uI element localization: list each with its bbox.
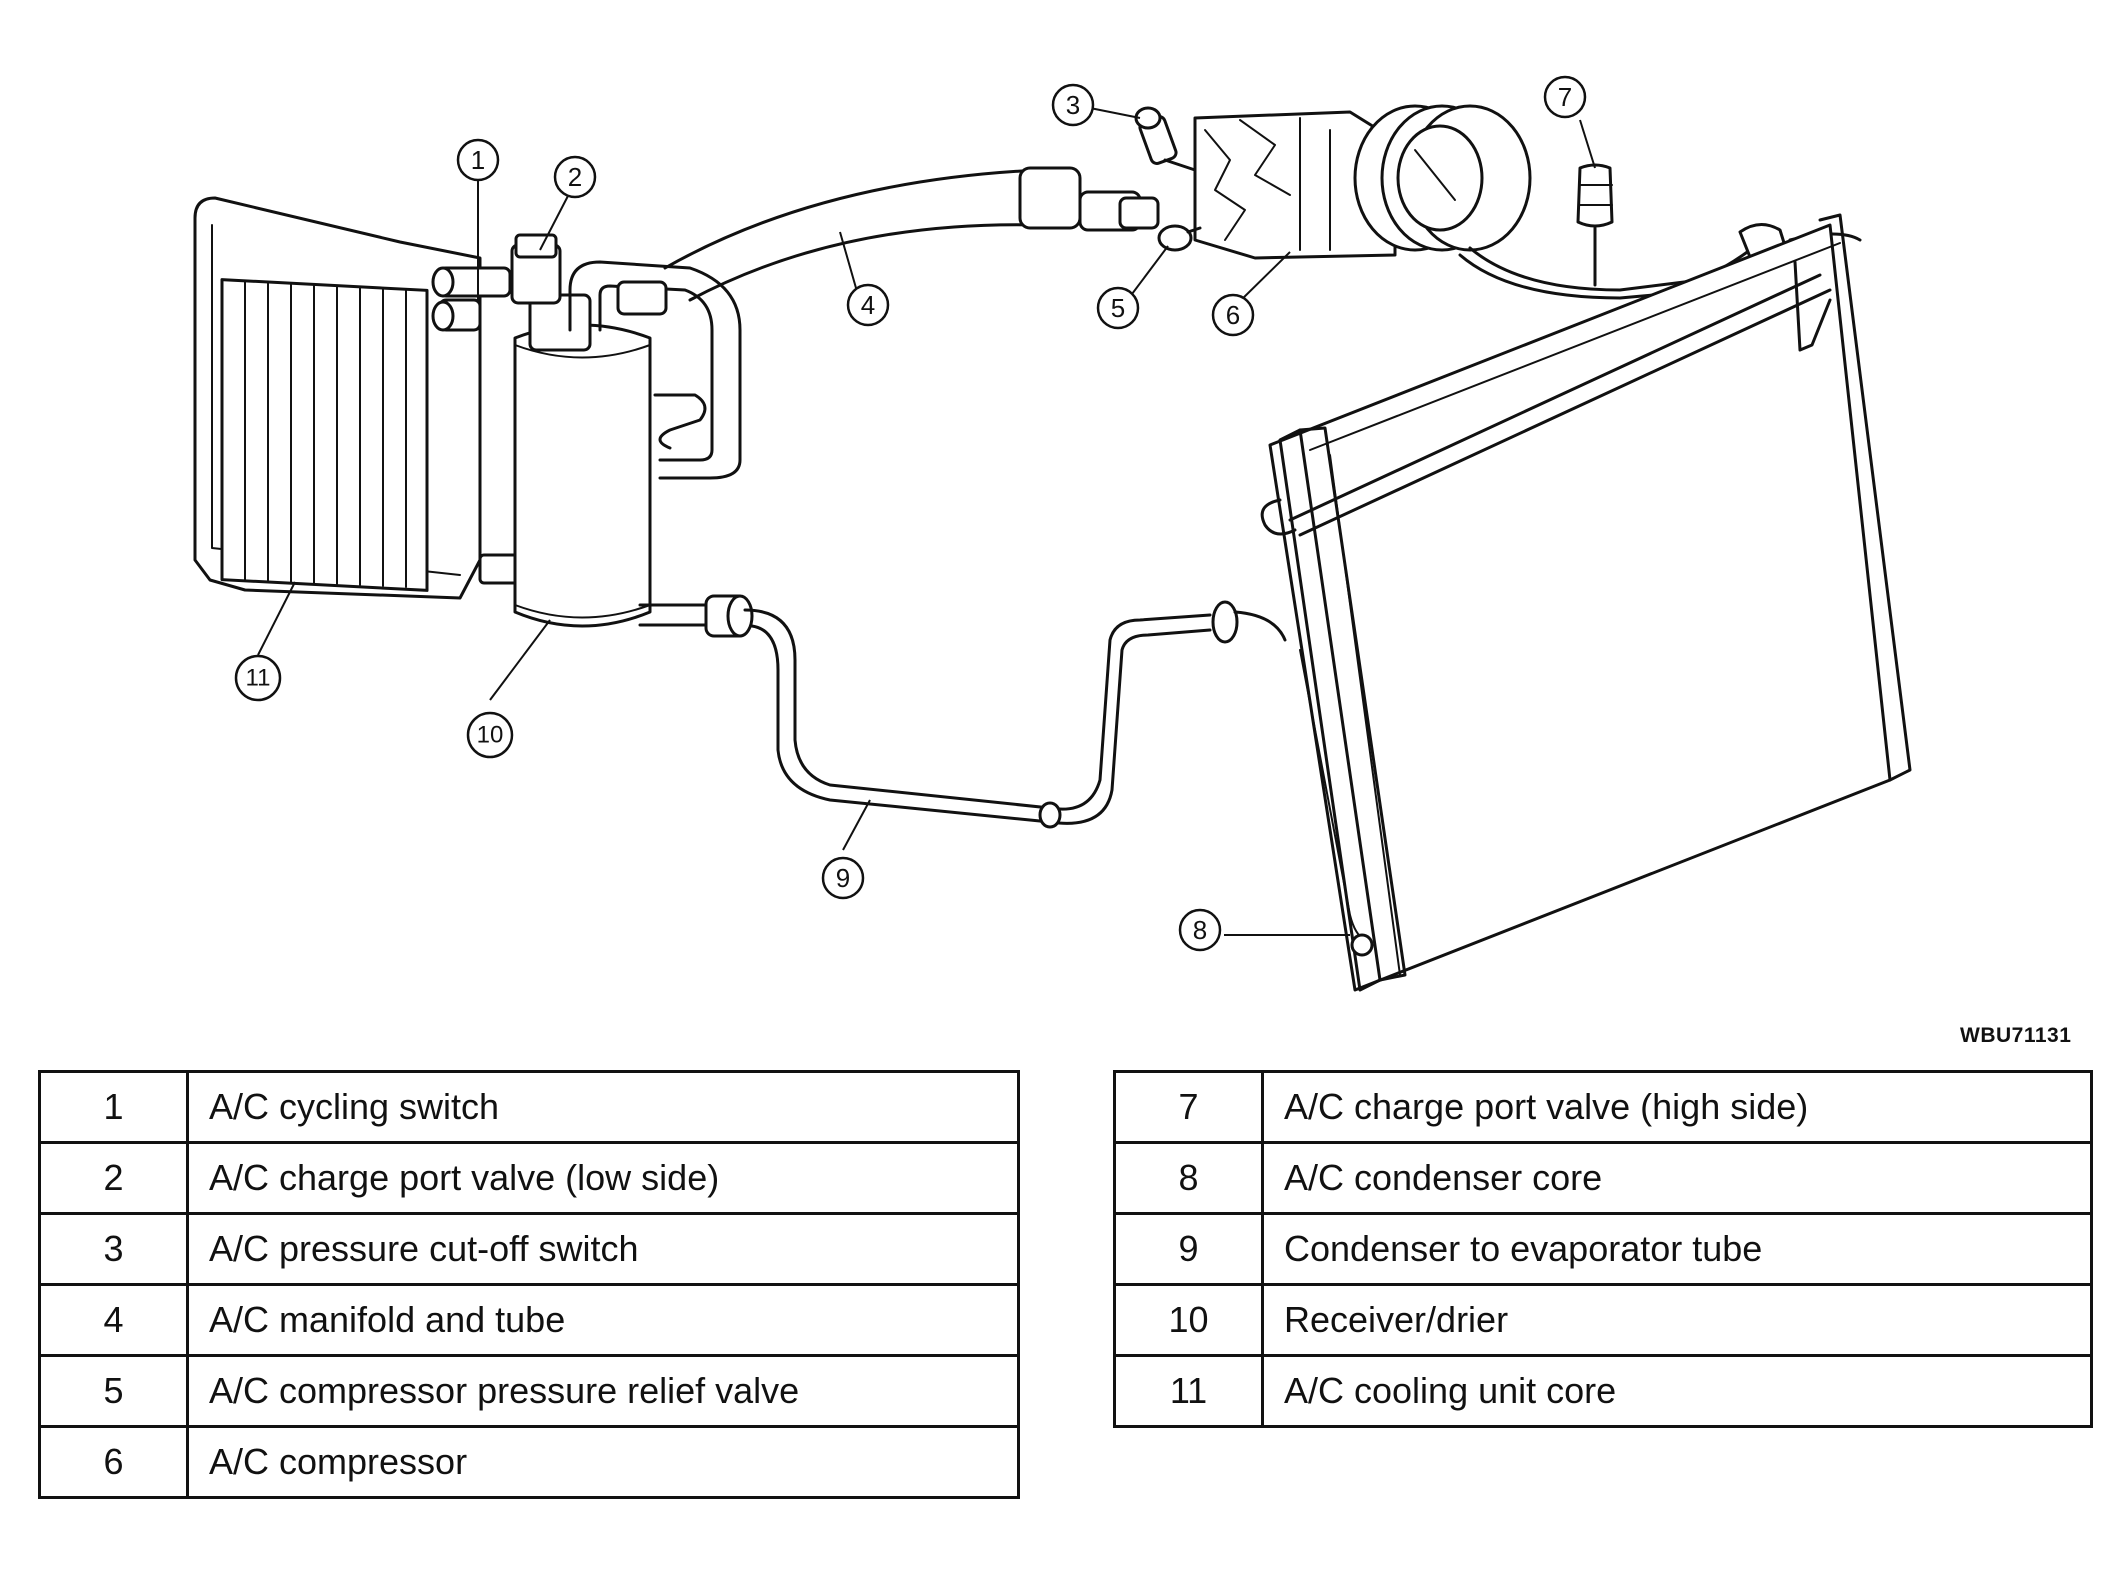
legend-row: 8 A/C condenser core (1113, 1141, 2093, 1215)
legend-number: 11 (1113, 1354, 1264, 1428)
callout-11-label: 11 (246, 665, 271, 692)
legend-number: 9 (1113, 1212, 1264, 1286)
legend-number: 10 (1113, 1283, 1264, 1357)
legend-label: A/C charge port valve (high side) (1261, 1070, 2093, 1144)
pressure-cutoff-switch (1134, 106, 1197, 172)
callout-2-label: 2 (568, 162, 582, 192)
charge-port-high-side (1576, 163, 1614, 287)
callout-10: 10 (466, 711, 514, 759)
callout-4-label: 4 (861, 290, 875, 320)
callout-3: 3 (1051, 83, 1095, 127)
legend-number: 1 (38, 1070, 189, 1144)
legend-table-left: 1 A/C cycling switch 2 A/C charge port v… (38, 1070, 1020, 1499)
legend-number: 4 (38, 1283, 189, 1357)
callout-8: 8 (1178, 908, 1222, 952)
legend-label: A/C cooling unit core (1261, 1354, 2093, 1428)
callout-9: 9 (821, 856, 865, 900)
condenser-core (1260, 213, 1912, 992)
legend-label: A/C condenser core (1261, 1141, 2093, 1215)
legend-number: 5 (38, 1354, 189, 1428)
callout-4: 4 (846, 283, 890, 327)
legend-number: 6 (38, 1425, 189, 1499)
callout-6: 6 (1211, 293, 1255, 337)
legend-label: A/C cycling switch (186, 1070, 1020, 1144)
callout-5: 5 (1096, 286, 1140, 330)
callout-6-label: 6 (1226, 300, 1240, 330)
leader-lines (257, 107, 1596, 936)
callout-9-label: 9 (836, 863, 850, 893)
pressure-relief-valve (1157, 224, 1202, 252)
legend-number: 2 (38, 1141, 189, 1215)
legend-row: 1 A/C cycling switch (38, 1070, 1020, 1144)
condenser-to-evaporator-tube (638, 594, 1287, 829)
callout-1: 1 (456, 138, 500, 182)
legend-label: A/C compressor (186, 1425, 1020, 1499)
ac-system-diagram: 1 2 3 4 5 6 7 8 9 10 11 (193, 75, 1912, 992)
legend-number: 8 (1113, 1141, 1264, 1215)
callout-5-label: 5 (1111, 293, 1125, 323)
legend-table-right: 7 A/C charge port valve (high side) 8 A/… (1113, 1070, 2093, 1428)
legend-label: Condenser to evaporator tube (1261, 1212, 2093, 1286)
legend-row: 6 A/C compressor (38, 1425, 1020, 1499)
receiver-drier (510, 233, 652, 628)
figure-code: WBU71131 (1960, 1024, 2072, 1047)
callout-3-label: 3 (1066, 90, 1080, 120)
callout-11: 11 (234, 654, 282, 702)
legend-row: 4 A/C manifold and tube (38, 1283, 1020, 1357)
callout-7: 7 (1543, 75, 1587, 119)
legend-label: A/C compressor pressure relief valve (186, 1354, 1020, 1428)
callout-2: 2 (553, 155, 597, 199)
compressor (1193, 104, 1532, 260)
legend-row: 2 A/C charge port valve (low side) (38, 1141, 1020, 1215)
legend-number: 3 (38, 1212, 189, 1286)
legend-row: 10 Receiver/drier (1113, 1283, 2093, 1357)
legend-label: A/C pressure cut-off switch (186, 1212, 1020, 1286)
legend-row: 5 A/C compressor pressure relief valve (38, 1354, 1020, 1428)
callout-10-label: 10 (477, 722, 504, 749)
legend-row: 11 A/C cooling unit core (1113, 1354, 2093, 1428)
legend-row: 3 A/C pressure cut-off switch (38, 1212, 1020, 1286)
callout-1-label: 1 (471, 145, 485, 175)
manifold-and-tube (663, 166, 1160, 302)
legend-number: 7 (1113, 1070, 1264, 1144)
legend-row: 7 A/C charge port valve (high side) (1113, 1070, 2093, 1144)
legend-row: 9 Condenser to evaporator tube (1113, 1212, 2093, 1286)
callout-8-label: 8 (1193, 915, 1207, 945)
cooling-unit-core (193, 196, 542, 600)
legend-label: A/C charge port valve (low side) (186, 1141, 1020, 1215)
legend-label: A/C manifold and tube (186, 1283, 1020, 1357)
callout-7-label: 7 (1558, 82, 1572, 112)
legend-label: Receiver/drier (1261, 1283, 2093, 1357)
evaporator-pipes (568, 260, 742, 480)
